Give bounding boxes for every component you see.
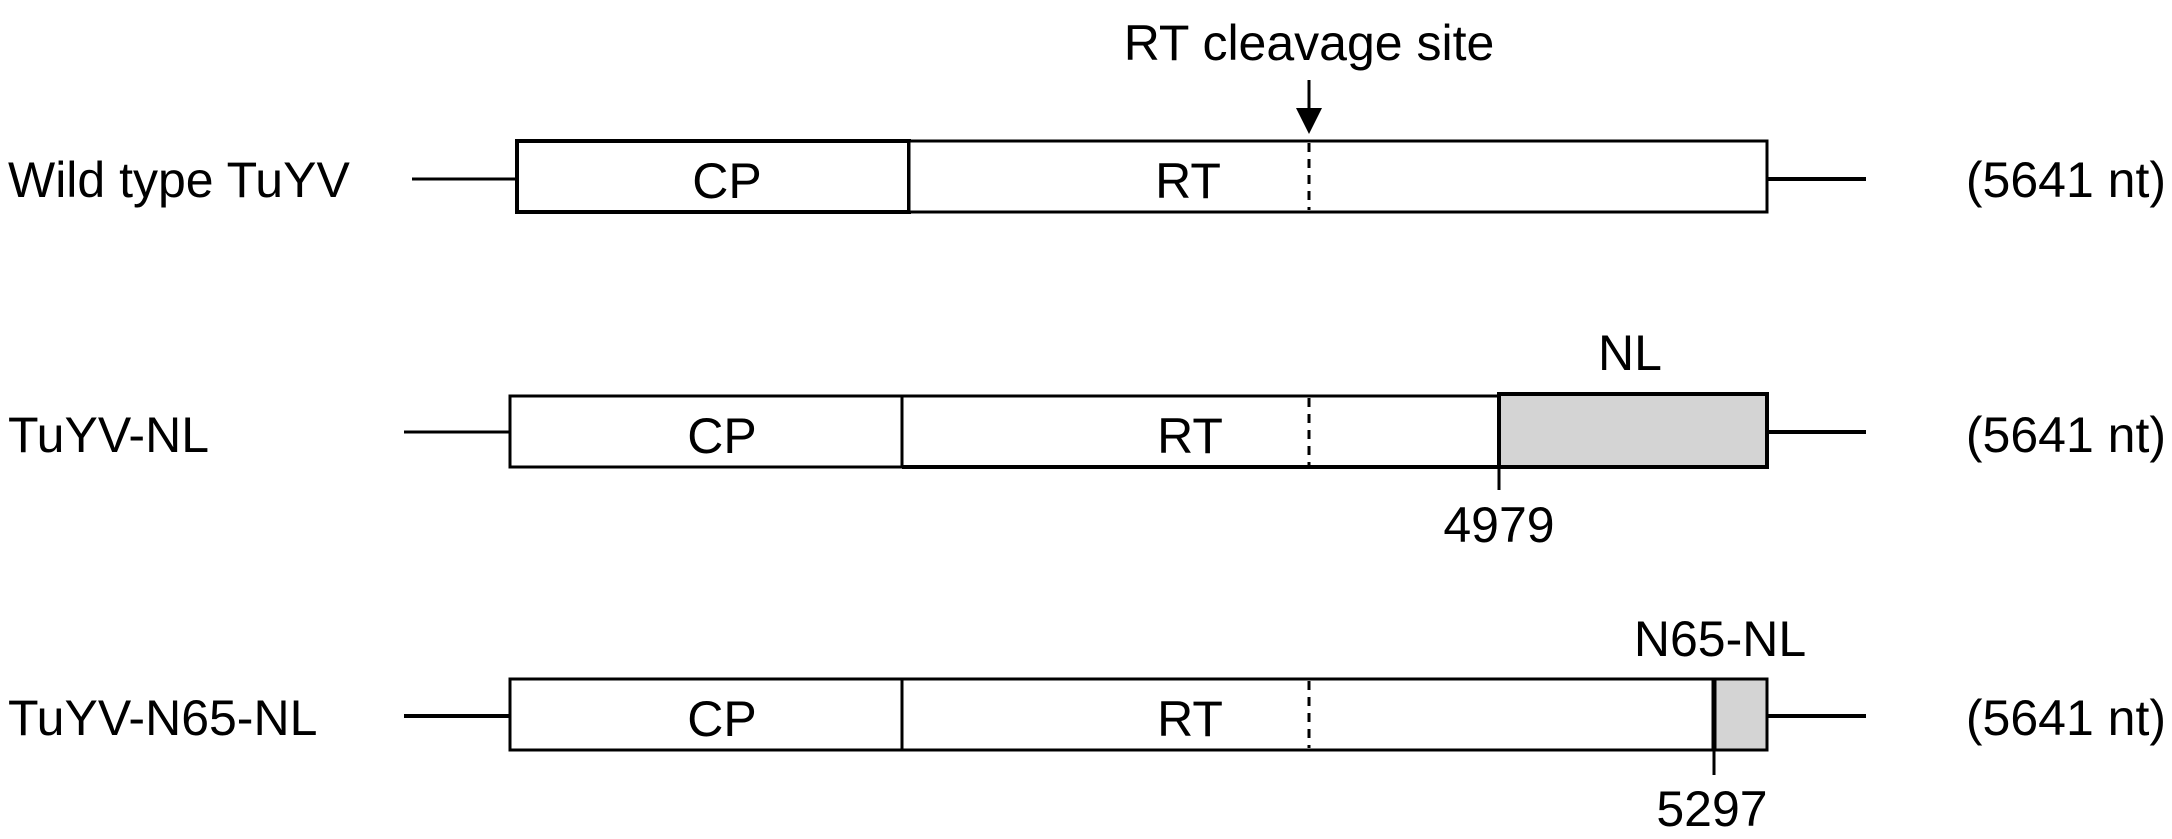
rt-label: RT — [1155, 153, 1221, 209]
insert-label: NL — [1598, 325, 1662, 381]
rt-segment — [907, 139, 1769, 214]
construct-tuyv-nl: TuYV-NL CP RT NL 4979 (5641 nt) — [8, 325, 2166, 553]
rt-label: RT — [1157, 408, 1223, 464]
cp-label: CP — [692, 153, 761, 209]
construct-tuyv-n65-nl: TuYV-N65-NL CP RT N65-NL 5297 (5641 nt) — [8, 611, 2166, 837]
cp-segment — [515, 139, 911, 214]
cp-label: CP — [687, 691, 756, 747]
cp-segment — [508, 677, 904, 752]
cp-label: CP — [687, 408, 756, 464]
genome-length: (5641 nt) — [1966, 407, 2166, 463]
n65-nl-insert — [1712, 677, 1769, 752]
construct-name: TuYV-NL — [8, 407, 209, 463]
cleavage-site-annotation: RT cleavage site — [1124, 15, 1495, 134]
insert-label: N65-NL — [1634, 611, 1806, 667]
construct-name: TuYV-N65-NL — [8, 690, 317, 746]
cleavage-arrow-head — [1296, 108, 1322, 134]
insert-position-label: 5297 — [1656, 781, 1767, 837]
rt-segment — [900, 394, 1501, 469]
genome-length: (5641 nt) — [1966, 690, 2166, 746]
nl-insert — [1497, 392, 1769, 469]
rt-label: RT — [1157, 691, 1223, 747]
construct-wild-type: Wild type TuYV CP RT (5641 nt) — [8, 139, 2166, 214]
genome-length: (5641 nt) — [1966, 152, 2166, 208]
construct-name: Wild type TuYV — [8, 152, 350, 208]
insert-position-label: 4979 — [1443, 497, 1554, 553]
cleavage-site-label: RT cleavage site — [1124, 15, 1495, 71]
